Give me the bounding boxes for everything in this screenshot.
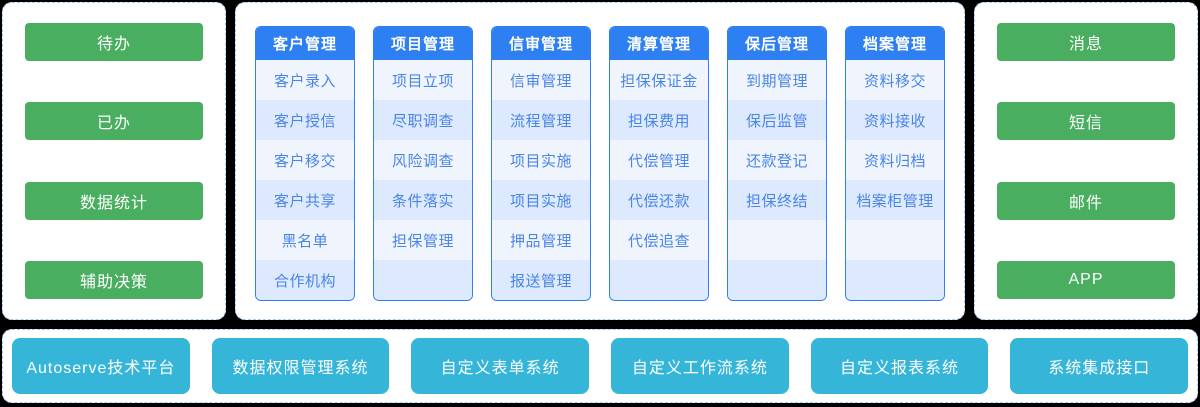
module-item[interactable]: 担保费用 — [610, 100, 708, 140]
module-column: 信审管理信审管理流程管理项目实施项目实施押品管理报送管理 — [491, 26, 591, 301]
platform-bar: Autoserve技术平台数据权限管理系统自定义表单系统自定义工作流系统自定义报… — [2, 329, 1198, 403]
module-item[interactable]: 客户授信 — [256, 100, 354, 140]
module-item[interactable]: 代偿管理 — [610, 140, 708, 180]
module-item[interactable]: 信审管理 — [492, 60, 590, 100]
module-item[interactable]: 还款登记 — [728, 140, 826, 180]
platform-button[interactable]: 自定义工作流系统 — [611, 338, 789, 394]
module-item[interactable]: 客户录入 — [256, 60, 354, 100]
module-item[interactable]: 到期管理 — [728, 60, 826, 100]
module-column: 客户管理客户录入客户授信客户移交客户共享黑名单合作机构 — [255, 26, 355, 301]
platform-button[interactable]: 自定义表单系统 — [411, 338, 590, 394]
module-header[interactable]: 档案管理 — [846, 27, 944, 60]
module-item[interactable]: 代偿追查 — [610, 220, 708, 260]
module-item-empty — [846, 220, 944, 260]
module-item[interactable]: 项目实施 — [492, 140, 590, 180]
module-item[interactable]: 尽职调查 — [374, 100, 472, 140]
module-header[interactable]: 客户管理 — [256, 27, 354, 60]
module-item[interactable]: 流程管理 — [492, 100, 590, 140]
module-item-empty — [374, 260, 472, 300]
module-item[interactable]: 客户共享 — [256, 180, 354, 220]
platform-button[interactable]: Autoserve技术平台 — [12, 338, 190, 394]
left-panel-button[interactable]: 数据统计 — [25, 181, 203, 220]
module-item[interactable]: 报送管理 — [492, 260, 590, 300]
left-task-panel: 待办已办数据统计辅助决策 — [2, 2, 226, 320]
module-item-empty — [728, 260, 826, 300]
module-column: 保后管理到期管理保后监管还款登记担保终结 — [727, 26, 827, 301]
module-header[interactable]: 保后管理 — [728, 27, 826, 60]
module-item[interactable]: 担保终结 — [728, 180, 826, 220]
module-item[interactable]: 代偿还款 — [610, 180, 708, 220]
left-panel-button[interactable]: 待办 — [25, 23, 203, 61]
right-panel-button[interactable]: APP — [997, 260, 1175, 299]
module-item[interactable]: 资料移交 — [846, 60, 944, 100]
right-panel-button[interactable]: 邮件 — [997, 181, 1175, 220]
module-item[interactable]: 档案柜管理 — [846, 180, 944, 220]
module-item[interactable]: 风险调查 — [374, 140, 472, 180]
module-header[interactable]: 项目管理 — [374, 27, 472, 60]
platform-button[interactable]: 数据权限管理系统 — [211, 338, 390, 394]
module-item[interactable]: 项目实施 — [492, 180, 590, 220]
module-header[interactable]: 清算管理 — [610, 27, 708, 60]
module-item[interactable]: 担保保证金 — [610, 60, 708, 100]
right-panel-button[interactable]: 短信 — [997, 102, 1175, 141]
module-item[interactable]: 担保管理 — [374, 220, 472, 260]
module-item[interactable]: 条件落实 — [374, 180, 472, 220]
module-header[interactable]: 信审管理 — [492, 27, 590, 60]
module-item-empty — [728, 220, 826, 260]
module-item[interactable]: 合作机构 — [256, 260, 354, 300]
left-panel-button[interactable]: 辅助决策 — [25, 260, 203, 299]
right-panel-button[interactable]: 消息 — [997, 23, 1175, 61]
module-column: 项目管理项目立项尽职调查风险调查条件落实担保管理 — [373, 26, 473, 301]
module-item[interactable]: 押品管理 — [492, 220, 590, 260]
left-panel-button[interactable]: 已办 — [25, 102, 203, 141]
module-item[interactable]: 资料接收 — [846, 100, 944, 140]
module-column: 档案管理资料移交资料接收资料归档档案柜管理 — [845, 26, 945, 301]
module-item-empty — [610, 260, 708, 300]
platform-button[interactable]: 自定义报表系统 — [810, 338, 989, 394]
platform-button[interactable]: 系统集成接口 — [1010, 338, 1189, 394]
module-item[interactable]: 保后监管 — [728, 100, 826, 140]
right-message-panel: 消息短信邮件 APP — [974, 2, 1198, 320]
module-column: 清算管理担保保证金担保费用代偿管理代偿还款代偿追查 — [609, 26, 709, 301]
module-item[interactable]: 项目立项 — [374, 60, 472, 100]
top-row: 待办已办数据统计辅助决策 客户管理客户录入客户授信客户移交客户共享黑名单合作机构… — [2, 2, 1198, 320]
module-item[interactable]: 客户移交 — [256, 140, 354, 180]
module-item-empty — [846, 260, 944, 300]
module-item[interactable]: 黑名单 — [256, 220, 354, 260]
modules-panel: 客户管理客户录入客户授信客户移交客户共享黑名单合作机构项目管理项目立项尽职调查风… — [235, 2, 965, 320]
module-item[interactable]: 资料归档 — [846, 140, 944, 180]
